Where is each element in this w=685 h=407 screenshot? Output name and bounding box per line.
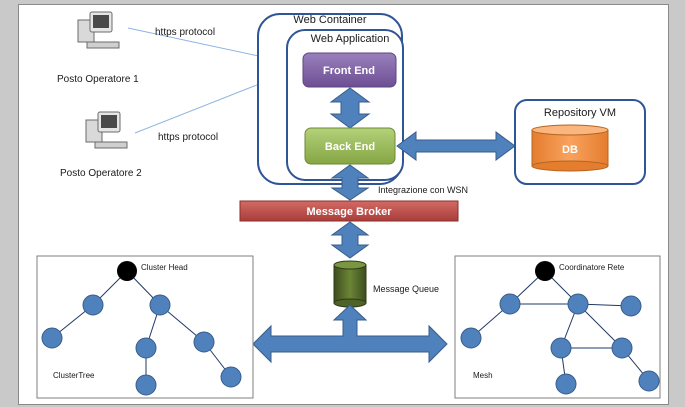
coordinator-label: Coordinatore Rete	[559, 263, 625, 272]
front-end-box	[302, 52, 397, 88]
queue-network-arrow	[252, 304, 448, 364]
message-broker-bar	[239, 200, 459, 222]
mesh-node	[567, 293, 589, 315]
protocol-label-1: https protocol	[155, 27, 215, 38]
backend-broker-arrow	[330, 164, 370, 201]
mesh-node	[499, 293, 521, 315]
tree-node	[220, 366, 242, 388]
mesh-node	[550, 337, 572, 359]
integration-label: Integrazione con WSN	[378, 185, 468, 195]
web-container-title: Web Container	[293, 14, 367, 26]
cluster-head-node	[117, 261, 137, 281]
repository-title: Repository VM	[544, 107, 616, 119]
computer-icon-2	[85, 111, 128, 149]
operator-2-label: Posto Operatore 2	[60, 168, 142, 179]
db-label: DB	[562, 144, 578, 156]
front-end-label: Front End	[323, 65, 375, 77]
mesh-node	[611, 337, 633, 359]
computer-icon-1	[77, 11, 120, 49]
message-queue-cylinder	[333, 260, 367, 308]
mesh-node	[620, 295, 642, 317]
tree-node	[82, 294, 104, 316]
message-queue-label: Message Queue	[373, 284, 439, 294]
protocol-label-2: https protocol	[158, 132, 218, 143]
tree-node	[149, 294, 171, 316]
operator-1-label: Posto Operatore 1	[57, 74, 139, 85]
mesh-node	[638, 370, 660, 392]
mesh-node	[555, 373, 577, 395]
tree-node	[135, 374, 157, 396]
mesh-panel	[454, 255, 661, 399]
tree-node	[135, 337, 157, 359]
mesh-node	[460, 327, 482, 349]
mesh-name: Mesh	[473, 371, 493, 380]
broker-queue-arrow	[330, 221, 370, 259]
cluster-head-label: Cluster Head	[141, 263, 188, 272]
back-repo-arrow	[396, 131, 516, 161]
back-end-label: Back End	[325, 141, 375, 153]
tree-node	[193, 331, 215, 353]
db-cylinder	[531, 124, 609, 172]
message-broker-label: Message Broker	[307, 206, 393, 218]
cluster-tree-name: ClusterTree	[53, 371, 95, 380]
cluster-tree-panel	[36, 255, 254, 399]
coordinator-node	[535, 261, 555, 281]
tree-node	[41, 327, 63, 349]
back-end-box	[304, 127, 396, 165]
web-application-title: Web Application	[311, 33, 390, 45]
